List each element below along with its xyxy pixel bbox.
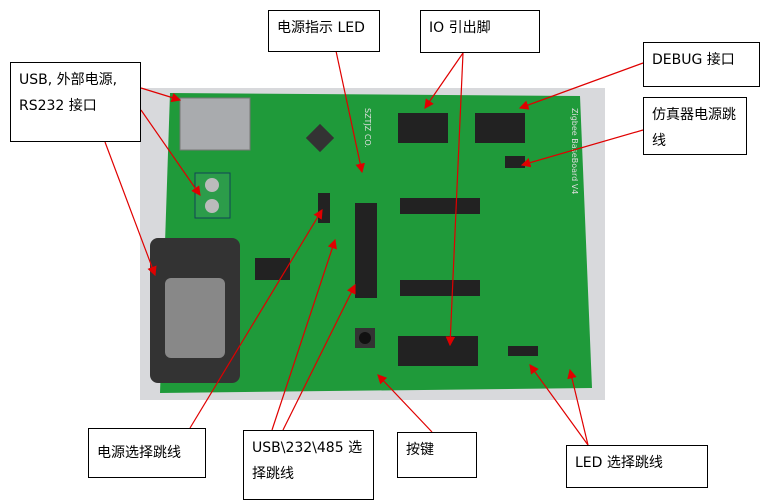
label-power-led: 电源指示 LED bbox=[268, 10, 380, 52]
label-button: 按键 bbox=[397, 432, 477, 478]
led-select-jumper bbox=[508, 346, 538, 356]
label-usb-232-485: USB\232\485 选择跳线 bbox=[243, 430, 374, 500]
svg-text:SZTJZ CO.: SZTJZ CO. bbox=[363, 108, 372, 148]
label-debug: DEBUG 接口 bbox=[643, 42, 760, 87]
debug-header bbox=[475, 113, 525, 143]
label-usb-power-rs232: USB, 外部电源, RS232 接口 bbox=[10, 62, 141, 142]
label-emu-power: 仿真器电源跳线 bbox=[643, 97, 747, 155]
svg-text:Zigbee BaseBoard V4: Zigbee BaseBoard V4 bbox=[570, 108, 579, 194]
emu-power-jumper bbox=[505, 156, 525, 168]
label-power-select: 电源选择跳线 bbox=[88, 428, 206, 478]
usb-connector bbox=[179, 97, 251, 151]
pcb-board-drawing: SZTJZ CO. Zigbee BaseBoard V4 bbox=[150, 93, 592, 393]
io-header-bottom bbox=[398, 336, 478, 366]
label-led-select: LED 选择跳线 bbox=[566, 445, 708, 488]
label-io-pins: IO 引出脚 bbox=[420, 10, 540, 53]
pcb-photo: SZTJZ CO. Zigbee BaseBoard V4 bbox=[140, 88, 605, 400]
io-header-top bbox=[398, 113, 448, 143]
usb-232-485-jumpers bbox=[355, 203, 377, 298]
